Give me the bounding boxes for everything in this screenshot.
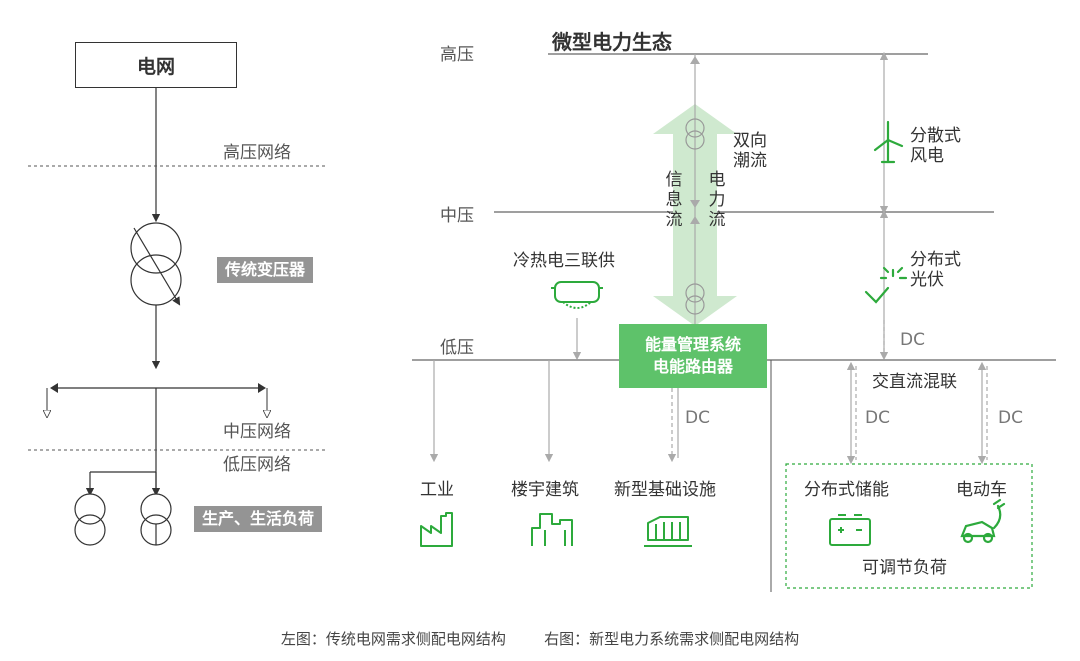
ac-dc-hybrid-label: 交直流混联 — [872, 372, 957, 392]
wind-turbine-icon — [873, 120, 904, 164]
dc-label-ev: DC — [998, 408, 1023, 428]
power-flow-label: 电力流 — [708, 170, 726, 230]
grid-box: 电网 — [75, 42, 237, 88]
low-voltage-network-label: 低压网络 — [223, 455, 291, 475]
low-voltage-level-label: 低压 — [440, 338, 474, 358]
caption-left: 左图：传统电网需求侧配电网结构 — [280, 630, 506, 648]
mv-transformer-icon — [685, 118, 705, 150]
solar-pv-icon — [864, 266, 908, 304]
energy-management-system: 能量管理系统 电能路由器 — [619, 324, 767, 388]
battery-icon — [829, 514, 871, 546]
dc-label-pv: DC — [900, 330, 925, 350]
mid-voltage-level-label: 中压 — [440, 206, 474, 226]
caption-right: 右图：新型电力系统需求侧配电网结构 — [544, 630, 800, 648]
load-label: 生产、生活负荷 — [194, 506, 323, 532]
infrastructure-label: 新型基础设施 — [614, 480, 716, 500]
ems-line1: 能量管理系统 — [644, 335, 741, 354]
adjustable-load-label: 可调节负荷 — [862, 558, 947, 578]
bidirectional-flow-label: 双向潮流 — [733, 131, 767, 171]
distributed-storage-label: 分布式储能 — [804, 480, 889, 500]
ev-label: 电动车 — [956, 480, 1007, 500]
adjustable-load-box — [785, 463, 1033, 589]
mid-voltage-network-label: 中压网络 — [223, 422, 291, 442]
factory-icon — [420, 512, 453, 547]
info-flow-label: 信息流 — [665, 170, 683, 230]
cchp-unit-icon — [551, 281, 603, 309]
load-transformer-icon — [74, 493, 106, 546]
transformer-label: 传统变压器 — [217, 257, 314, 283]
traditional-transformer-icon — [130, 222, 182, 306]
high-voltage-level-label: 高压 — [440, 45, 474, 65]
lv-transformer-icon — [685, 283, 705, 315]
building-icon — [531, 513, 573, 546]
infrastructure-icon — [644, 516, 692, 547]
right-new-grid — [412, 51, 1056, 592]
distributed-wind-label: 分散式风电 — [910, 126, 961, 166]
building-label: 楼宇建筑 — [511, 480, 579, 500]
distributed-pv-label: 分布式光伏 — [910, 250, 961, 290]
micro-power-ecosystem-title: 微型电力生态 — [552, 30, 672, 54]
load-transformer-icon — [140, 493, 172, 546]
dc-label-infrastructure: DC — [685, 408, 710, 428]
dc-label-storage: DC — [865, 408, 890, 428]
high-voltage-network-label: 高压网络 — [223, 143, 291, 163]
ems-line2: 电能路由器 — [652, 357, 733, 376]
left-traditional-grid — [28, 88, 328, 546]
cchp-label: 冷热电三联供 — [513, 251, 615, 271]
electric-vehicle-icon — [960, 498, 1006, 544]
figure-caption: 左图：传统电网需求侧配电网结构 右图：新型电力系统需求侧配电网结构 — [0, 628, 1080, 649]
industry-label: 工业 — [420, 480, 454, 500]
